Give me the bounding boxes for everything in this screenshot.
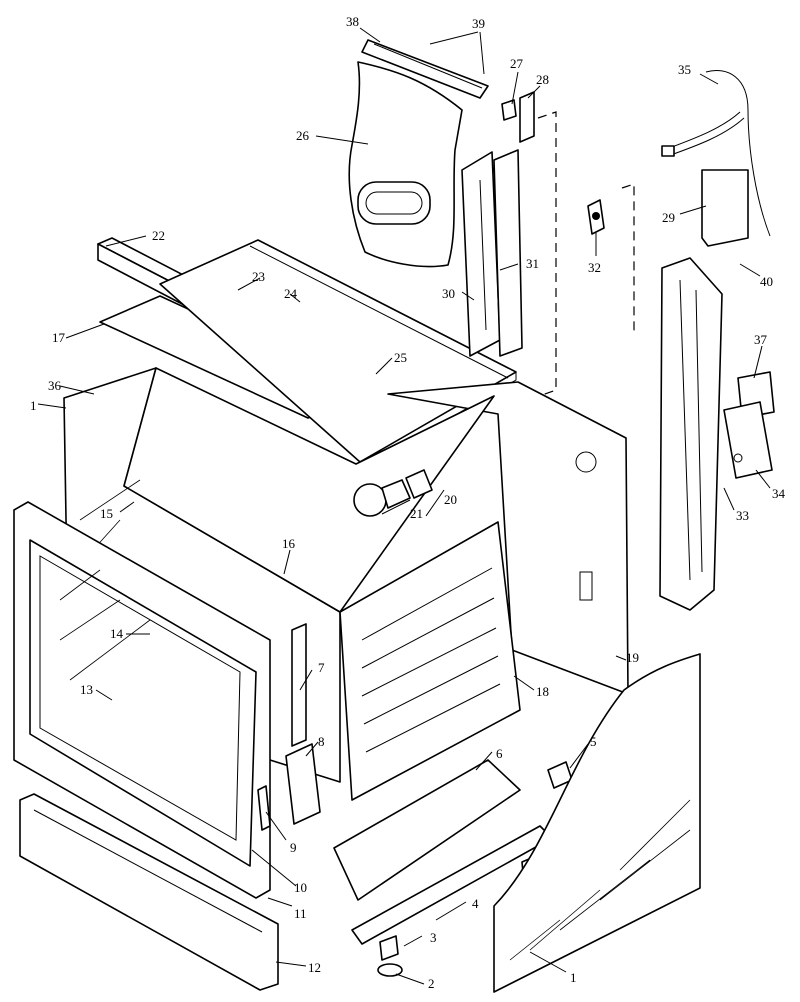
callout-21: 21 [410, 506, 423, 521]
callout-40: 40 [760, 274, 773, 289]
oven-door-frame [13, 501, 271, 899]
callout-32: 32 [588, 260, 601, 275]
callout-38: 38 [346, 14, 359, 29]
callout-labels: 38 39 26 27 28 35 29 40 32 31 30 22 23 2… [30, 14, 786, 991]
callout-8: 8 [318, 734, 325, 749]
callout-37: 37 [754, 332, 768, 347]
leveling-leg-part-3 [377, 935, 403, 977]
callout-12: 12 [308, 960, 321, 975]
callout-15: 15 [100, 506, 113, 521]
callout-22: 22 [152, 228, 165, 243]
assembly-line [621, 183, 635, 335]
hinge-part-9 [257, 785, 271, 831]
callout-39: 39 [472, 16, 485, 31]
callout-19: 19 [626, 650, 639, 665]
callout-31: 31 [526, 256, 539, 271]
callout-6: 6 [496, 746, 503, 761]
callout-16: 16 [282, 536, 296, 551]
callout-7: 7 [318, 660, 325, 675]
lamp-bulb-part-21 [353, 479, 411, 517]
bracket-part-34 [723, 401, 773, 479]
callout-1-right: 1 [570, 970, 577, 985]
assembly-line [533, 111, 557, 399]
wire-harness-part-35 [661, 70, 771, 237]
callout-9: 9 [290, 840, 297, 855]
callout-33: 33 [736, 508, 749, 523]
hinge-bracket-part-28 [519, 91, 535, 143]
vent-trim-part-38 [361, 39, 489, 99]
oven-side-wall-part-18 [339, 521, 521, 801]
callout-28: 28 [536, 72, 549, 87]
callout-26: 26 [296, 128, 310, 143]
callout-27: 27 [510, 56, 524, 71]
callout-24: 24 [284, 286, 298, 301]
callout-1-left: 1 [30, 398, 37, 413]
kick-panel-part-12 [19, 793, 279, 991]
callout-23: 23 [252, 269, 265, 284]
side-channel-part-33 [659, 257, 723, 611]
callout-4: 4 [472, 896, 479, 911]
bottom-panel-part-6 [333, 759, 521, 901]
callout-2: 2 [428, 976, 435, 991]
callout-17: 17 [52, 330, 66, 345]
callout-14: 14 [110, 626, 124, 641]
insulation-blanket-part-26 [348, 61, 463, 268]
callout-20: 20 [444, 492, 457, 507]
side-channel-part-31 [493, 149, 523, 357]
callout-35: 35 [678, 62, 691, 77]
grommet-part-32 [587, 199, 605, 235]
callout-13: 13 [80, 682, 93, 697]
side-panel-part-1 [493, 653, 701, 993]
door-liner-part-13 [39, 555, 241, 841]
callout-34: 34 [772, 486, 786, 501]
bracket-part-8 [285, 743, 321, 825]
callout-29: 29 [662, 210, 675, 225]
callout-10: 10 [294, 880, 307, 895]
bracket-part-7 [291, 623, 307, 747]
callout-3: 3 [430, 930, 437, 945]
callout-leaders [37, 27, 771, 985]
terminal-block-part-29 [701, 169, 749, 247]
callout-11: 11 [294, 906, 307, 921]
callout-25: 25 [394, 350, 407, 365]
callout-30: 30 [442, 286, 455, 301]
lamp-socket-part-20 [405, 469, 433, 499]
callout-5: 5 [590, 734, 597, 749]
callout-36: 36 [48, 378, 62, 393]
hinge-part-27 [501, 99, 517, 121]
callout-18: 18 [536, 684, 549, 699]
